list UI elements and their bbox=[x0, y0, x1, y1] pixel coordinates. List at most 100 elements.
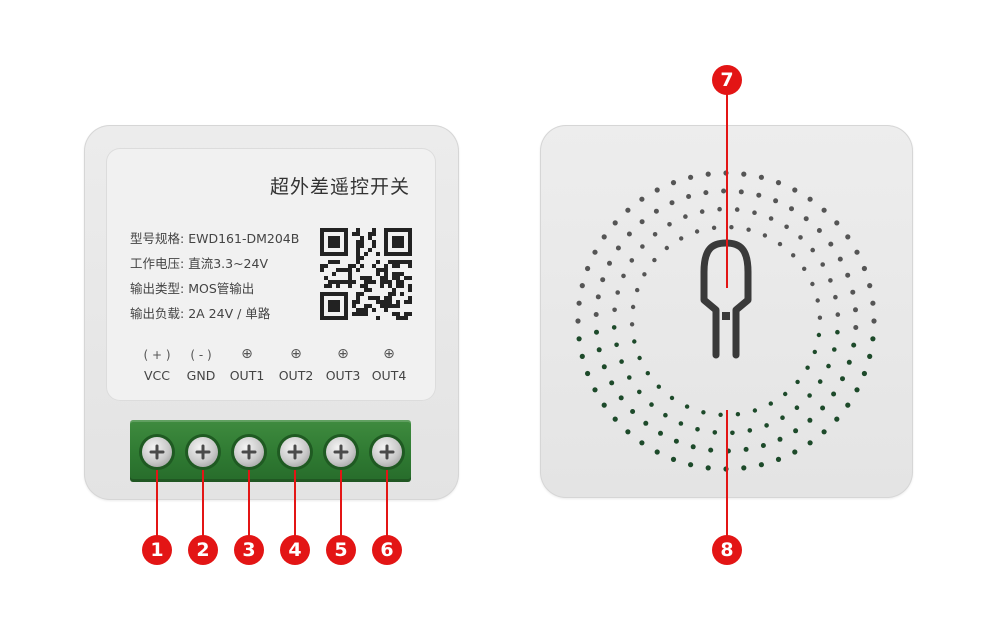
vent-hole bbox=[601, 234, 607, 240]
vent-hole bbox=[654, 187, 660, 193]
vent-hole bbox=[777, 436, 783, 442]
screw-icon[interactable] bbox=[188, 437, 218, 467]
terminal-sign-vcc: ( + ) bbox=[143, 348, 171, 362]
screw-icon[interactable] bbox=[234, 437, 264, 467]
vent-hole bbox=[679, 236, 684, 241]
vent-hole bbox=[635, 287, 640, 293]
screw-icon[interactable] bbox=[280, 437, 310, 467]
terminal-name-out2: OUT2 bbox=[278, 368, 314, 383]
vent-hole bbox=[629, 258, 635, 263]
vent-hole bbox=[792, 449, 798, 455]
vent-hole bbox=[640, 244, 645, 249]
vent-hole bbox=[746, 227, 751, 232]
spec-model: 型号规格: EWD161-DM204B bbox=[130, 228, 299, 247]
vent-hole bbox=[579, 353, 585, 359]
vent-hole bbox=[835, 312, 841, 317]
antenna-icon bbox=[700, 239, 752, 359]
vent-hole bbox=[683, 214, 688, 219]
vent-hole bbox=[592, 387, 598, 393]
spec-output-type-value: MOS管输出 bbox=[188, 281, 255, 296]
vent-hole bbox=[741, 171, 747, 177]
vent-hole bbox=[871, 318, 877, 324]
vent-hole bbox=[575, 318, 581, 324]
vent-pattern bbox=[575, 170, 877, 472]
vent-hole bbox=[845, 272, 851, 278]
vent-hole bbox=[853, 325, 859, 330]
vent-hole bbox=[576, 336, 582, 342]
spec-voltage: 工作电压: 直流3.3~24V bbox=[130, 253, 268, 272]
vent-hole bbox=[653, 208, 659, 214]
screw-icon[interactable] bbox=[326, 437, 356, 467]
vent-hole bbox=[625, 207, 631, 213]
vent-hole bbox=[652, 232, 658, 237]
vent-hole bbox=[773, 198, 779, 204]
spec-model-key: 型号规格: bbox=[130, 231, 185, 246]
vent-hole bbox=[735, 412, 741, 417]
vent-hole bbox=[815, 298, 820, 303]
vent-hole bbox=[743, 446, 749, 452]
screw-icon[interactable] bbox=[142, 437, 172, 467]
vent-hole bbox=[611, 325, 617, 330]
vent-hole bbox=[699, 209, 705, 214]
vent-hole bbox=[846, 359, 852, 365]
vent-hole bbox=[694, 229, 700, 234]
vent-hole bbox=[867, 353, 873, 359]
vent-hole bbox=[690, 444, 696, 450]
vent-hole bbox=[663, 412, 668, 418]
vent-hole bbox=[612, 307, 617, 313]
vent-hole bbox=[870, 336, 876, 342]
callout-1: 1 bbox=[142, 535, 172, 565]
vent-hole bbox=[654, 449, 660, 455]
vent-hole bbox=[828, 241, 834, 247]
vent-hole bbox=[595, 294, 601, 300]
vent-hole bbox=[756, 192, 762, 198]
vent-hole bbox=[630, 409, 636, 414]
callout-6: 6 bbox=[372, 535, 402, 565]
vent-hole bbox=[729, 225, 734, 230]
vent-hole bbox=[752, 210, 757, 215]
vent-hole bbox=[627, 375, 632, 380]
vent-hole bbox=[791, 253, 796, 258]
vent-hole bbox=[845, 402, 851, 408]
vent-hole bbox=[793, 428, 799, 434]
vent-hole bbox=[670, 180, 677, 186]
leader-line bbox=[202, 455, 204, 537]
vent-hole bbox=[738, 189, 744, 195]
vent-hole bbox=[768, 216, 774, 221]
vent-hole bbox=[851, 342, 857, 348]
vent-hole bbox=[780, 415, 785, 421]
vent-hole bbox=[845, 234, 851, 240]
vent-hole bbox=[821, 429, 827, 435]
vent-hole bbox=[764, 423, 769, 428]
vent-hole bbox=[607, 260, 612, 266]
vent-hole bbox=[760, 443, 766, 448]
vent-hole bbox=[777, 241, 783, 247]
vent-hole bbox=[850, 289, 856, 295]
terminal-sign-gnd: ( - ) bbox=[190, 348, 212, 362]
vent-hole bbox=[625, 429, 631, 435]
vent-hole bbox=[701, 410, 706, 415]
vent-hole bbox=[601, 402, 607, 408]
callout-3: 3 bbox=[234, 535, 264, 565]
vent-hole bbox=[705, 171, 711, 177]
vent-hole bbox=[609, 380, 615, 386]
vent-hole bbox=[798, 235, 803, 240]
vent-hole bbox=[784, 224, 789, 230]
callout-8: 8 bbox=[712, 535, 742, 565]
terminal-sign-out2: ⊕ bbox=[290, 346, 302, 362]
terminal-sign-out4: ⊕ bbox=[383, 346, 395, 362]
vent-hole bbox=[579, 283, 585, 289]
vent-hole bbox=[840, 376, 845, 382]
vent-hole bbox=[629, 322, 635, 327]
screw-icon[interactable] bbox=[372, 437, 402, 467]
vent-hole bbox=[673, 438, 679, 444]
vent-hole bbox=[592, 249, 598, 255]
vent-hole bbox=[834, 416, 840, 422]
callout-5: 5 bbox=[326, 535, 356, 565]
vent-hole bbox=[643, 420, 649, 426]
vent-hole bbox=[861, 370, 867, 377]
vent-hole bbox=[816, 332, 822, 338]
vent-hole bbox=[783, 391, 788, 397]
vent-hole bbox=[639, 196, 645, 202]
vent-hole bbox=[762, 233, 768, 238]
